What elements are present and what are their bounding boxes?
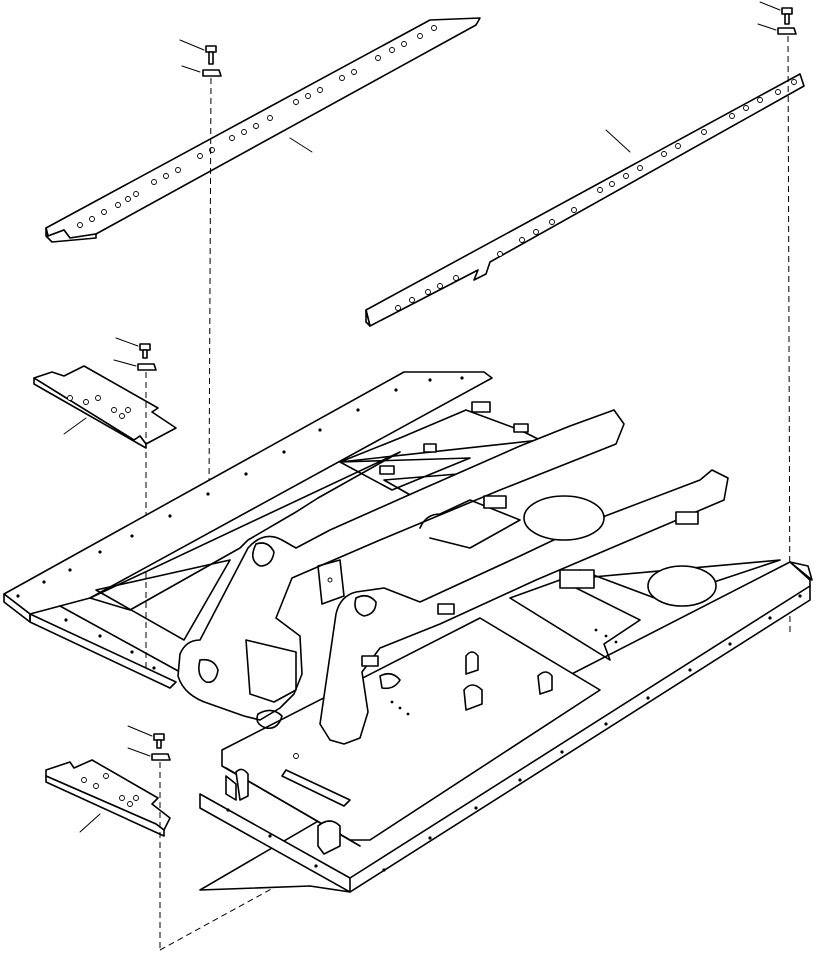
nut — [181, 65, 222, 77]
nut — [127, 747, 171, 761]
bolt — [127, 725, 165, 749]
bolt — [115, 337, 151, 359]
bolt — [759, 1, 793, 25]
bolt — [179, 39, 217, 65]
rail-hole-pattern — [77, 25, 437, 228]
main-frame — [3, 371, 813, 893]
nut — [757, 23, 797, 35]
lower-left-plate — [45, 759, 171, 837]
fasteners — [113, 1, 797, 761]
rail-hole-pattern — [395, 79, 797, 311]
left-plate — [33, 365, 177, 449]
upper-right-rail — [365, 73, 805, 327]
frame-hole-pattern — [16, 376, 802, 872]
upper-left-rail — [45, 17, 481, 243]
nut — [113, 359, 157, 371]
